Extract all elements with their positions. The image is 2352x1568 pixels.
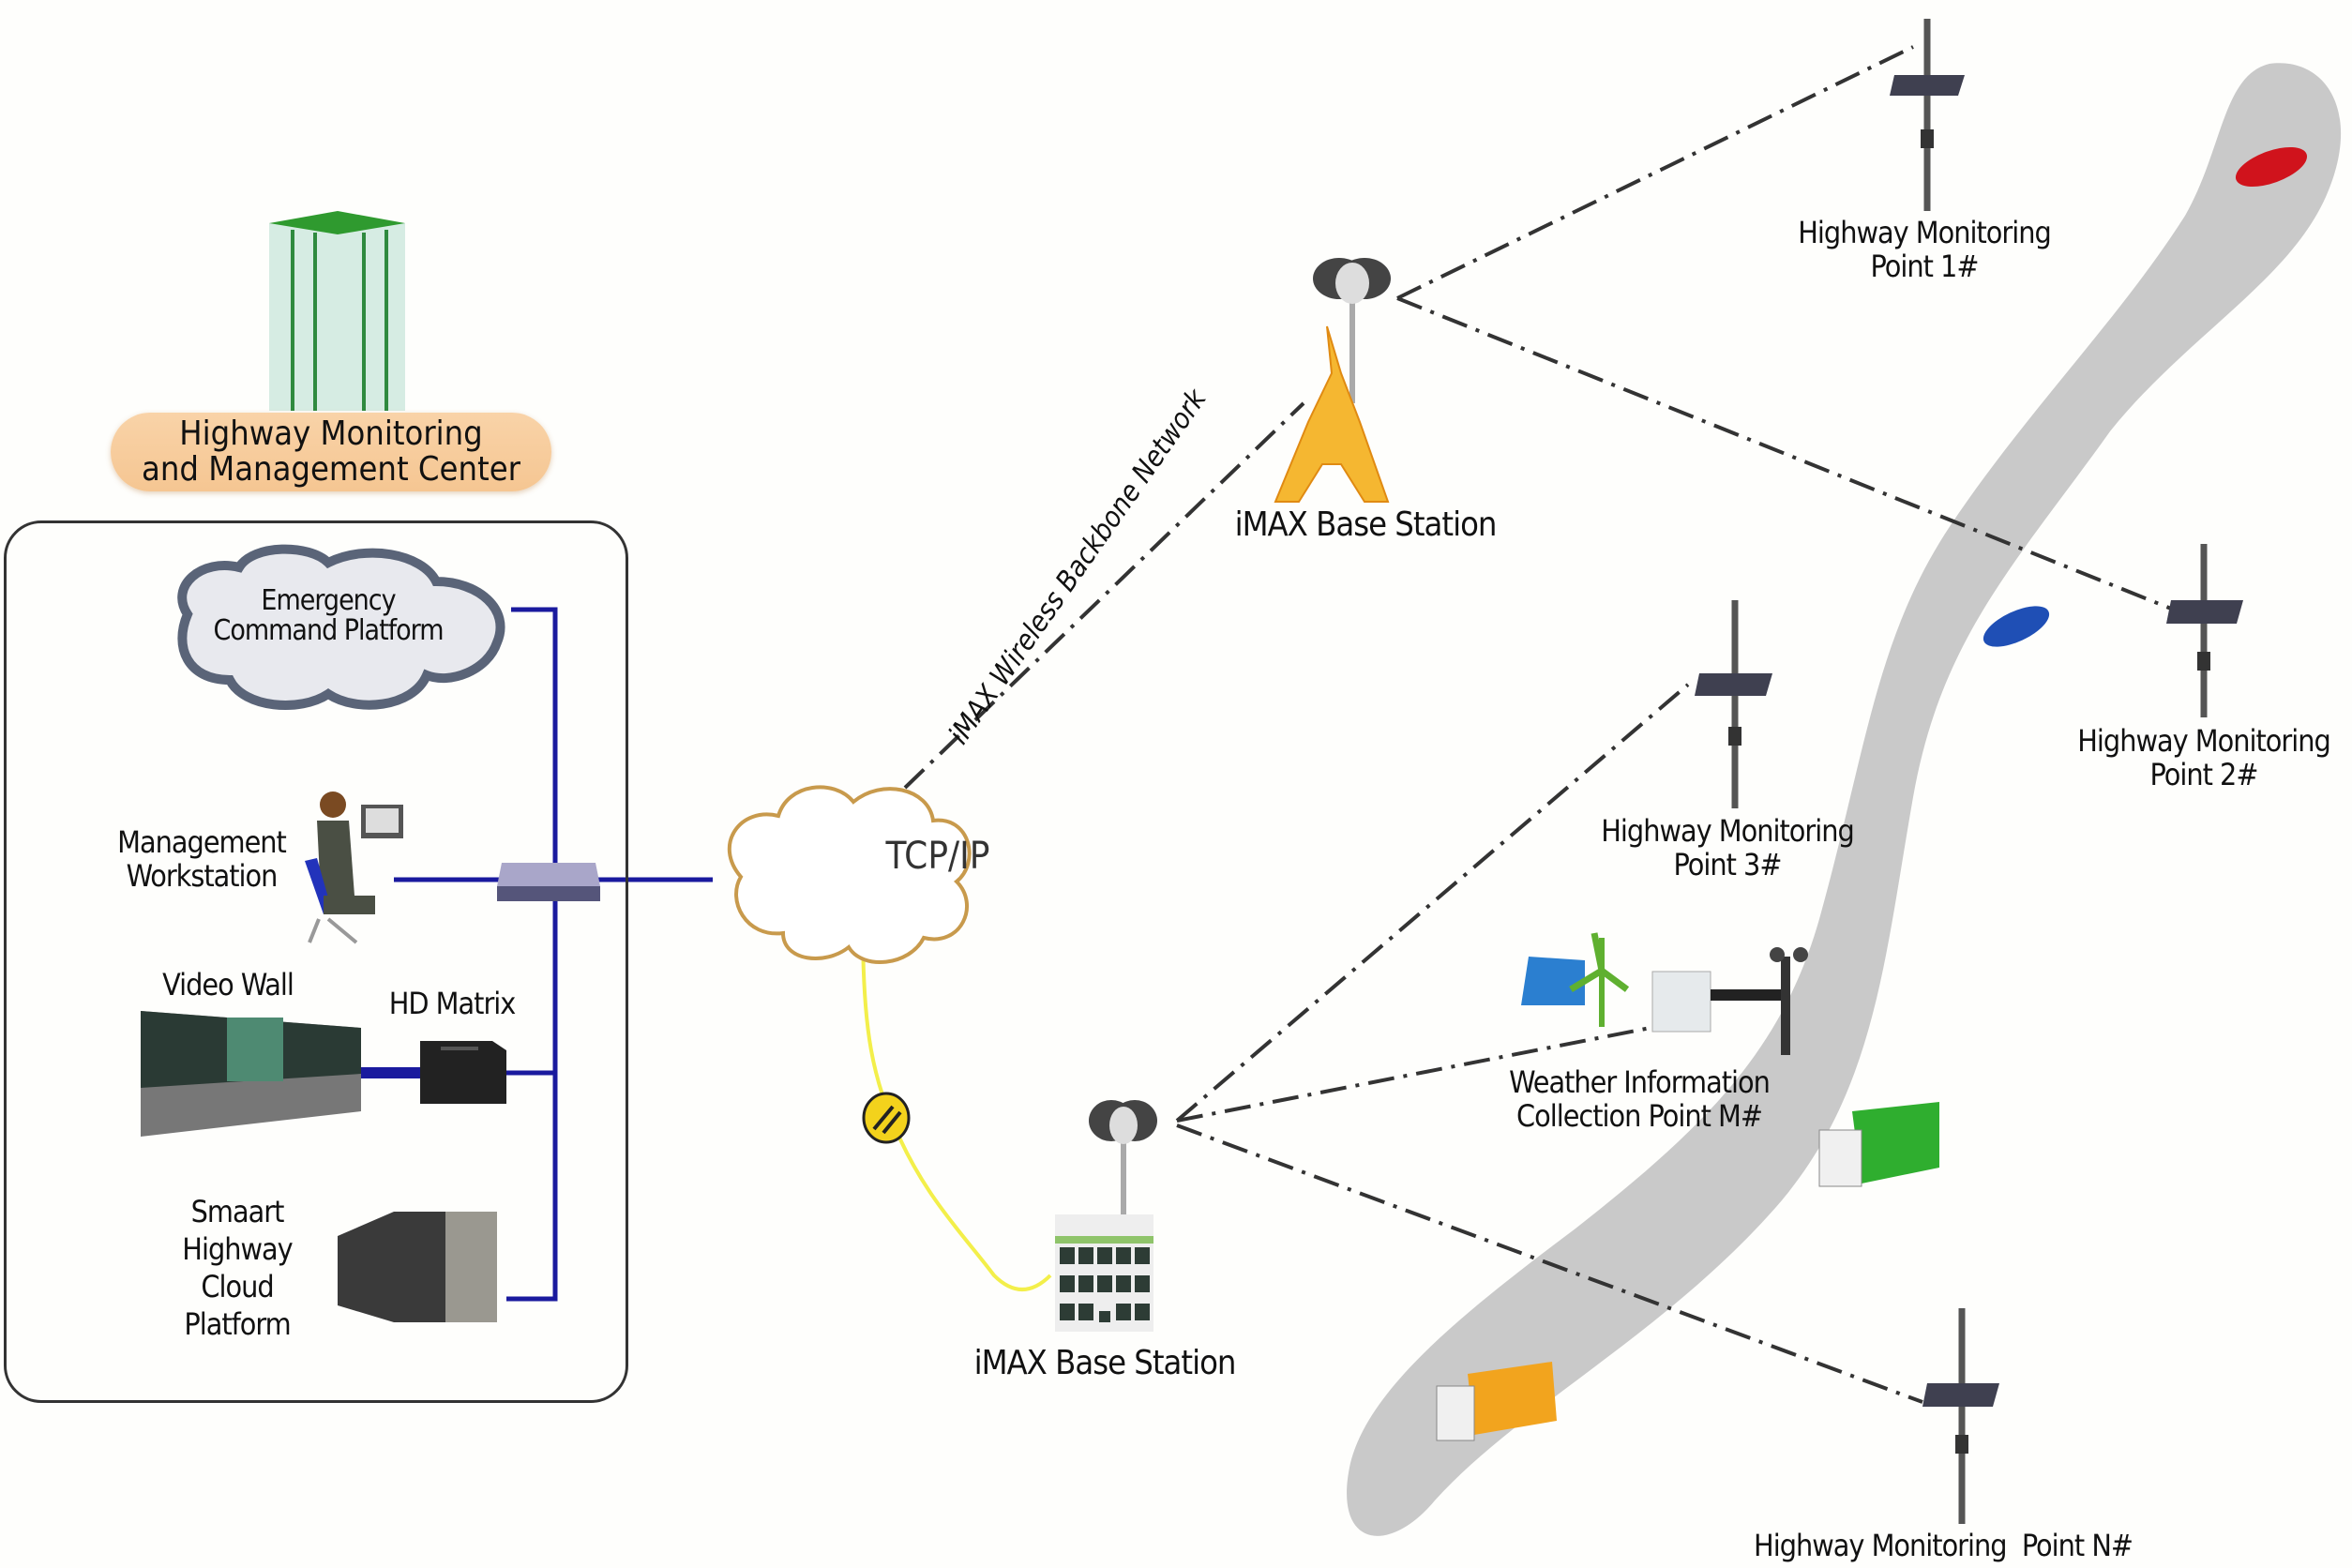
fiber-link: [861, 923, 1052, 1291]
network-switch-icon: [497, 863, 600, 901]
fiber-connector-icon: [862, 1092, 911, 1144]
monitoring-pole-icon-1: [1890, 19, 1965, 211]
monitoring-point-n-label: Highway Monitoring Point N#: [1754, 1528, 2133, 1563]
hd-matrix-icon: [420, 1041, 506, 1104]
emergency-cloud: [177, 544, 505, 710]
cloud-platform-label: Smaart Highway Cloud Platform: [182, 1194, 293, 1342]
link-bs2-point3: [1175, 683, 1690, 1123]
video-wall-icon: [141, 1011, 361, 1137]
backbone-link: [903, 401, 1305, 790]
center-title-line1: Highway Monitoring: [179, 415, 483, 453]
link-bs1-point1: [1396, 45, 1914, 300]
emergency-platform-label: Emergency Command Platform: [213, 584, 444, 647]
base-station-1-label: iMAX Base Station: [1234, 505, 1498, 544]
orange-truck-icon: [1436, 1362, 1557, 1441]
monitoring-pole-icon-n: [1922, 1308, 1999, 1524]
center-title-pill: Highway Monitoring and Management Center: [111, 413, 551, 491]
red-car-icon: [2235, 146, 2308, 188]
weather-station-icon: [1521, 932, 1808, 1055]
hd-matrix-label: HD Matrix: [388, 986, 517, 1021]
video-wall-label: Video Wall: [162, 967, 294, 1003]
tcpip-cloud: [727, 785, 972, 964]
base-station-building-icon: [1055, 1100, 1157, 1332]
center-title-line2: and Management Center: [142, 450, 520, 489]
server-rack-icon: [338, 1212, 497, 1322]
monitoring-point-2-label: Highway Monitoring Point 2#: [2077, 723, 2330, 792]
link-bs1-point2: [1396, 296, 2186, 616]
monitoring-point-3-label: Highway Monitoring Point 3#: [1601, 813, 1854, 882]
link-bs2-weather: [1176, 1025, 1656, 1123]
blue-car-icon: [1983, 606, 2050, 647]
base-station-tower-icon: [1274, 258, 1391, 503]
weather-point-label: Weather Information Collection Point M#: [1509, 1064, 1771, 1134]
highway-road: [1347, 63, 2342, 1536]
office-tower-icon: [269, 211, 405, 411]
base-station-2-label: iMAX Base Station: [973, 1344, 1237, 1382]
monitoring-pole-icon-3: [1695, 600, 1772, 808]
control-center-panel: [4, 520, 628, 1403]
tcpip-label: TCP/IP: [885, 835, 990, 878]
green-truck-icon: [1818, 1102, 1939, 1187]
person-at-computer-icon: [305, 792, 403, 944]
link-bs2-pointN: [1176, 1123, 1923, 1404]
monitoring-point-1-label: Highway Monitoring Point 1#: [1798, 215, 2051, 284]
workstation-label: Management Workstation: [117, 824, 287, 894]
monitoring-pole-icon-2: [2166, 544, 2243, 717]
